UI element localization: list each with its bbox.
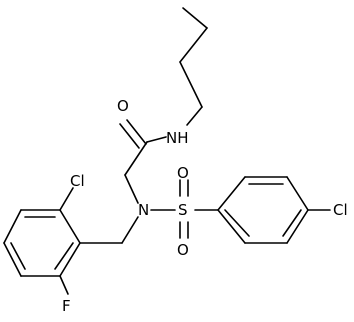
bond [3,209,22,244]
benzyl-chlorine-label: Cl [70,172,85,190]
bond [282,209,302,237]
bond [286,209,309,244]
sulfonamide-n-label: N [138,201,149,219]
chlorophenyl-ring [217,176,331,244]
bond [224,209,250,237]
chlorofluorophenyl-ring [3,187,81,295]
bond [54,242,74,270]
bond [59,275,69,295]
bond [179,61,203,108]
benzyl-ch2-bond [121,216,139,244]
bond [186,106,203,126]
sulfonyl-o-bottom-label: O [177,241,189,259]
phenyl-chlorine-label: Cl [333,201,348,219]
bond [59,187,74,211]
bond [217,209,246,244]
bond [59,209,81,244]
bond [124,141,148,176]
bond [126,119,147,145]
bond [286,176,309,211]
bond [217,176,246,211]
amine-nh-label: NH [166,129,189,147]
sulfonyl-o-top-label: O [177,164,189,182]
butyl-chain [179,7,208,126]
bond [179,27,208,63]
bond [124,174,139,204]
sulfur-label: S [178,201,188,219]
bond [59,242,81,277]
carbonyl-oxygen-label: O [117,97,129,115]
sulfonyl-group [150,179,219,239]
fluorine-label: F [62,297,71,315]
bond [182,7,208,29]
bond [146,136,167,143]
bond [119,123,140,149]
amide-backbone [119,119,167,204]
bond [10,242,26,270]
bond [3,242,22,277]
